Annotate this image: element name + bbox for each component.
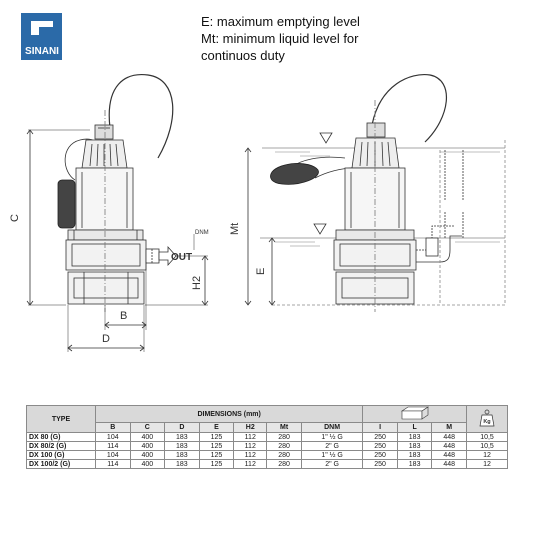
column-header-c: C: [129, 422, 166, 433]
technical-drawing: C H2 B D DNM OUT Mt E: [9, 73, 506, 352]
brand-name: SINANI: [25, 46, 59, 57]
column-header-e: E: [198, 422, 235, 433]
column-header-i: I: [362, 422, 398, 433]
table-cell: 448: [431, 459, 467, 469]
table-cell: 1" ½ G: [300, 432, 364, 442]
label-h2: H2: [191, 276, 203, 290]
svg-text:Kg: Kg: [483, 419, 490, 425]
dimensions-header: DIMENSIONS (mm): [94, 405, 364, 423]
weight-cell: 12: [466, 450, 508, 460]
table-cell: 448: [431, 441, 467, 451]
table-cell: 125: [198, 450, 235, 460]
table-cell: 104: [95, 450, 131, 460]
table-cell: 183: [164, 450, 200, 460]
table-cell: 250: [362, 432, 398, 442]
table-cell: 125: [198, 432, 235, 442]
table-cell: 280: [266, 432, 302, 442]
table-cell: 280: [266, 459, 302, 469]
table-cell: 250: [362, 450, 398, 460]
table-cell: 125: [198, 441, 235, 451]
table-cell: 183: [164, 459, 200, 469]
column-header-b: B: [95, 422, 131, 433]
legend-line-1: E: maximum emptying level: [201, 14, 360, 29]
label-c: C: [9, 214, 21, 222]
weight-icon: Kg: [479, 409, 495, 427]
table-cell: 112: [233, 432, 268, 442]
table-cell: 250: [362, 441, 398, 451]
model-type: DX 100 (G): [26, 450, 96, 460]
table-cell: 400: [129, 432, 166, 442]
label-mt: Mt: [229, 223, 241, 235]
label-e: E: [255, 268, 267, 275]
table-cell: 112: [233, 441, 268, 451]
legend: E: maximum emptying level Mt: minimum li…: [201, 13, 360, 64]
table-cell: 183: [164, 441, 200, 451]
box-icon: [400, 406, 429, 420]
label-b: B: [120, 310, 127, 322]
table-cell: 280: [266, 450, 302, 460]
legend-line-3: continuos duty: [201, 48, 285, 63]
column-header-mt: Mt: [266, 422, 302, 433]
legend-line-2: Mt: minimum liquid level for: [201, 31, 359, 46]
table-cell: 400: [129, 441, 166, 451]
weight-cell: 10,5: [466, 441, 508, 451]
table-cell: 114: [95, 459, 131, 469]
table-cell: 183: [396, 450, 433, 460]
table-cell: 125: [198, 459, 235, 469]
sinani-logo: [21, 13, 62, 60]
column-header-h2: H2: [233, 422, 268, 433]
table-cell: 448: [431, 450, 467, 460]
table-cell: 183: [396, 432, 433, 442]
table-cell: 112: [233, 450, 268, 460]
table-cell: 104: [95, 432, 131, 442]
type-header: TYPE: [26, 405, 96, 433]
label-dnm: DNM: [195, 230, 209, 236]
weight-header: Kg: [466, 405, 508, 433]
table-cell: 1" ½ G: [300, 450, 364, 460]
table-cell: 280: [266, 441, 302, 451]
table-cell: 400: [129, 450, 166, 460]
label-d: D: [102, 333, 110, 345]
right-pump-diagram: [244, 73, 506, 312]
table-cell: 250: [362, 459, 398, 469]
label-out: OUT: [171, 252, 192, 263]
table-cell: 183: [396, 459, 433, 469]
weight-cell: 12: [466, 459, 508, 469]
model-type: DX 80 (G): [26, 432, 96, 442]
table-cell: 183: [396, 441, 433, 451]
column-header-m: M: [431, 422, 467, 433]
left-pump-diagram: [26, 73, 209, 352]
table-cell: 114: [95, 441, 131, 451]
table-cell: 448: [431, 432, 467, 442]
pipe-dimensions-header: [362, 405, 467, 423]
column-header-l: L: [396, 422, 433, 433]
column-header-d: D: [164, 422, 200, 433]
model-type: DX 80/2 (G): [26, 441, 96, 451]
table-cell: 2" G: [300, 441, 364, 451]
table-cell: 2" G: [300, 459, 364, 469]
table-cell: 112: [233, 459, 268, 469]
table-cell: 400: [129, 459, 166, 469]
weight-cell: 10,5: [466, 432, 508, 442]
column-header-dnm: DNM: [300, 422, 364, 433]
model-type: DX 100/2 (G): [26, 459, 96, 469]
table-cell: 183: [164, 432, 200, 442]
